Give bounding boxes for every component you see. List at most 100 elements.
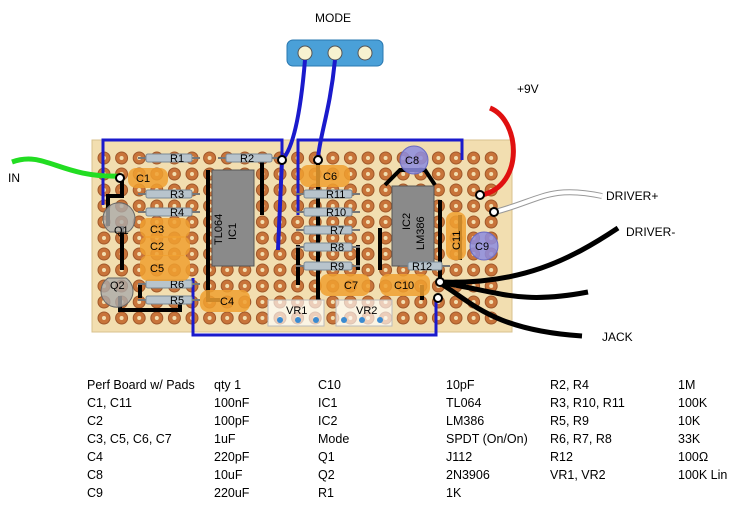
r2-label: R2 [240,153,254,165]
pad-hole [190,236,194,240]
driver-plus-label: DRIVER+ [606,189,658,203]
bom-cell: 1uF [214,432,236,446]
c10-label: C10 [394,280,414,292]
pad-hole [366,220,370,224]
pad-hole [366,252,370,256]
c4-label: C4 [220,296,234,308]
pad-hole [225,268,230,272]
driver-minus-wire [439,225,620,285]
vr2-pin-3 [377,317,383,323]
pad-hole [366,268,370,272]
pad-hole [260,220,265,224]
c6-capacitor: C6 [300,165,350,187]
bom-cell: C4 [87,450,103,464]
r12-label: R12 [412,261,432,273]
bom-cell: C9 [87,486,103,500]
pad-hole [454,156,458,160]
pad-hole [471,268,476,272]
pad-hole [207,316,212,320]
bom-cell: C10 [318,378,341,392]
r5-resistor: R5 [138,295,200,307]
r10-resistor: R10 [296,207,360,219]
pad-hole [401,172,406,176]
input-wire [11,156,121,179]
pad-hole [260,316,265,320]
pad-hole [383,236,388,240]
pad-hole [348,220,353,224]
c3-label: C3 [150,224,164,236]
jack-label: JACK [602,330,633,344]
bom-cell: 100Ω [678,450,709,464]
pad-hole [190,172,194,176]
q1-transistor [102,202,136,233]
mode-switch-lug-3 [357,45,373,61]
mode-switch-lug-2 [327,45,343,61]
pad-hole [489,300,494,304]
ic2-ref: IC2 [401,213,413,230]
r6-label: R6 [170,279,184,291]
bom-cell: R12 [550,450,573,464]
r7-label: R7 [330,225,344,237]
q2-label: Q2 [110,280,125,292]
r8-label: R8 [330,242,344,254]
pad-hole [137,252,142,256]
driver-minus-label: DRIVER- [626,225,675,239]
pad-hole [383,172,388,176]
c5-label: C5 [150,263,164,275]
c8-label: C8 [405,155,419,167]
pad-hole [401,316,406,320]
pad-hole [489,172,494,176]
r3-label: R3 [170,189,184,201]
r8-resistor: R8 [296,242,360,254]
pad-hole [137,188,142,192]
bom-cell: C1, C11 [87,396,132,410]
pad-hole [348,252,353,256]
pad-hole [295,236,300,240]
r11-label: R11 [326,189,345,201]
pad-hole [471,220,476,224]
bom-cell: IC2 [318,414,338,428]
pad-hole [471,204,476,208]
pad-hole [278,268,282,272]
bom-cell: C8 [87,468,103,482]
pad-hole [348,156,353,160]
bom-cell: 2N3906 [446,468,490,482]
ic1-part: TL064 [213,214,225,245]
bom-column-parts-b: C10 IC1 IC2 Mode Q1 Q2 R1 [318,376,349,502]
bom-cell: Perf Board w/ Pads [87,378,195,392]
pad-hole [119,316,124,320]
r4-resistor: R4 [138,207,200,219]
r1-label: R1 [170,153,184,165]
wire-terminals [115,155,499,303]
ic1-chip [211,169,255,267]
pad-hole [278,284,282,288]
pad-hole [489,204,494,208]
c8-capacitor [399,145,429,175]
pad-hole [383,220,388,224]
pad-hole [190,252,194,256]
r10-label: R10 [326,207,346,219]
ic1-ref: IC1 [227,223,239,240]
bom-cell: C2 [87,414,103,428]
bom-cell: 100pF [214,414,250,428]
pad-hole [330,204,335,208]
pad-hole [330,220,335,224]
bom-column-parts-a: Perf Board w/ Pads C1, C11 C2 C3, C5, C6… [87,376,195,502]
pad-hole [366,188,370,192]
c4-capacitor: C4 [200,290,250,312]
r2-resistor: R2 [218,153,280,165]
vr1-label: VR1 [286,305,307,317]
c3-capacitor: C3 [140,218,190,238]
ground-trace-right [296,138,464,215]
pad-hole [383,188,388,192]
c10-capacitor: C10 [380,274,430,296]
r7-resistor: R7 [296,225,360,237]
pad-hole [366,156,370,160]
jack-wire-a [437,279,589,300]
vr2-pin-2 [359,317,365,323]
bom-cell: 10uF [214,468,243,482]
vr2-label: VR2 [356,305,377,317]
r5-label: R5 [170,295,184,307]
bom-cell: R5, R9 [550,414,589,428]
pad-hole [436,172,441,176]
